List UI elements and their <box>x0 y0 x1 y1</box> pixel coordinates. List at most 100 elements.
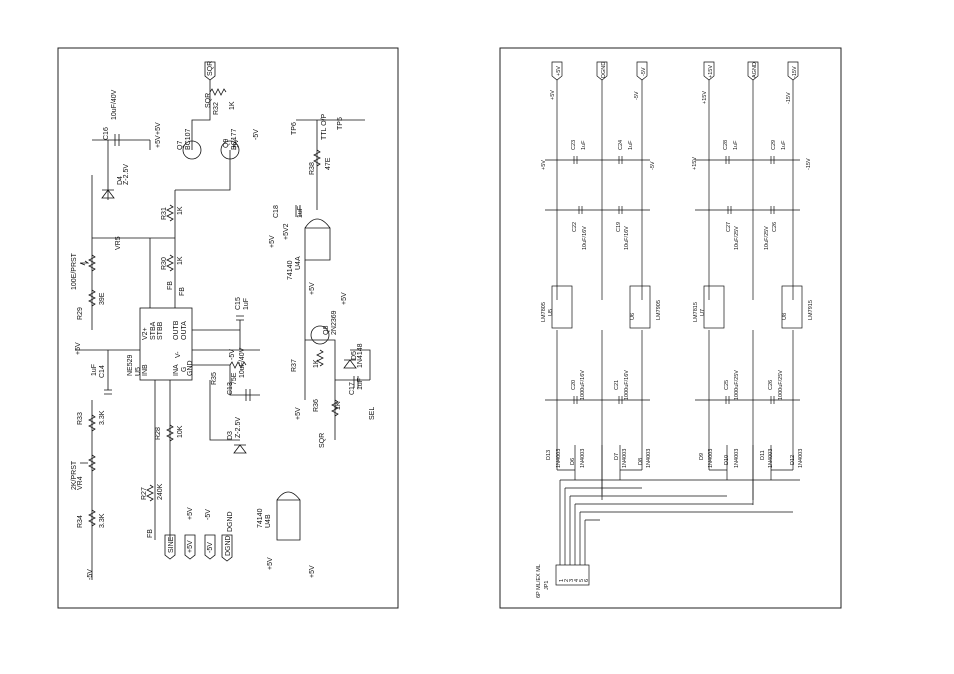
label-p5-u4a3: +5V <box>341 292 348 305</box>
label-vminus: V- <box>175 351 182 358</box>
label-c15-val: 1uF <box>243 298 250 310</box>
reg-u8 <box>781 285 803 329</box>
label-dgnd: DGND <box>227 511 234 532</box>
label-c14-val: 1uF <box>91 364 98 376</box>
capacitor-c13 <box>245 389 251 401</box>
label-d4-val: Z-2.5V <box>123 164 130 185</box>
label-vr5: VR5 <box>115 236 122 250</box>
label-r35: R35 <box>211 372 218 385</box>
cap-c19: C19 <box>616 222 622 232</box>
label-u5-ref: U5 <box>135 367 142 376</box>
capacitor-c15 <box>236 315 244 321</box>
label-r37-val: 1K <box>313 359 320 368</box>
label-m5-tag: -5V <box>205 509 212 520</box>
left-schematic <box>75 61 371 580</box>
label-q7-part: BC107 <box>185 128 192 150</box>
resistor-r38 <box>313 149 321 167</box>
gate-74140-a <box>304 218 331 261</box>
label-c16-val: 10uF/40V <box>111 89 118 120</box>
connector-pin2: 2 <box>564 579 570 582</box>
cap-c22: C22 <box>572 222 578 232</box>
resistor-r35 <box>229 361 247 369</box>
reg-u7-part: LM7815 <box>693 302 699 322</box>
transistor-q9 <box>220 140 240 160</box>
tag-sine <box>164 534 176 560</box>
cap-c25-val: 1000uF/25V <box>734 370 740 400</box>
rail-m5-label2: -5V <box>634 91 640 100</box>
label-dgnd-tag: DGND <box>225 535 232 556</box>
transistor-q7 <box>182 140 202 160</box>
label-p5-left: +5V <box>75 342 82 355</box>
label-sqr-bottom: SQR <box>319 433 326 448</box>
connector-ref: JP1 <box>544 581 550 590</box>
resistor-r27 <box>146 484 154 502</box>
rail-p15-label3: +15V <box>692 157 698 170</box>
reg-u5-ref: U5 <box>548 309 554 316</box>
resistor-r28 <box>166 424 174 442</box>
label-p5-u4b: +5V <box>267 557 274 570</box>
label-u4a: U4A <box>295 256 302 270</box>
label-r33: R33 <box>77 412 84 425</box>
label-c18-val: 1uF <box>297 206 304 218</box>
label-vr5-val: 100E/PRST <box>71 252 78 290</box>
tag-dgnd <box>221 534 233 562</box>
capacitor-c16 <box>114 134 120 146</box>
label-g: G <box>181 367 188 372</box>
label-p5-r36: +5V <box>295 407 302 420</box>
label-m5-bottom: -5V <box>87 569 94 580</box>
label-q9: Q9 <box>223 139 230 148</box>
diode-d7: D7 <box>614 453 620 460</box>
label-m5-tag2: -5V <box>207 542 214 553</box>
reg-u6-part: LM7905 <box>656 300 662 320</box>
tag-rail-p5 <box>551 61 563 81</box>
cap-c22-val: 10uF/16V <box>582 226 588 250</box>
label-fb-bottom: FB <box>147 529 154 538</box>
label-p5-tag: +5V <box>187 507 194 520</box>
cap-c26-mid-val: 10uF/25V <box>764 226 770 250</box>
rail-dgnd-label: DGND <box>601 62 607 78</box>
diode-d10: D10 <box>724 455 730 465</box>
capacitor-c17 <box>353 376 359 388</box>
label-r36-val: 1K <box>335 401 342 410</box>
diode-d8: D8 <box>638 458 644 465</box>
tag-rail-dgnd <box>596 61 608 81</box>
diode-d12-val: 1N4003 <box>798 449 804 468</box>
connector-pin3: 3 <box>569 579 575 582</box>
diode-d5 <box>343 359 357 369</box>
reg-u6-ref: U6 <box>630 313 636 320</box>
label-d5: D5 <box>351 351 358 360</box>
diode-d6-val: 1N4003 <box>580 449 586 468</box>
rail-m15-label: -15V <box>792 66 798 78</box>
label-ttl-op: TTL O/P <box>321 113 328 140</box>
label-ina: INA <box>173 364 180 376</box>
diode-d4 <box>101 189 115 199</box>
label-r30: R30 <box>161 257 168 270</box>
label-c18: C18 <box>273 205 280 218</box>
label-outa: OUTA <box>181 321 188 340</box>
rail-m5-label3: -5V <box>650 161 656 170</box>
cap-c27: C27 <box>726 222 732 232</box>
connector-pin5: 5 <box>579 579 585 582</box>
diode-d8-val: 1N4003 <box>646 449 652 468</box>
cap-c29-val: 1uF <box>781 140 787 150</box>
capacitor-c18 <box>295 205 301 217</box>
pot-vr4 <box>80 454 96 472</box>
label-p5-u4b2: +5V <box>309 565 316 578</box>
diode-d12: D12 <box>790 455 796 465</box>
cap-c19-val: 10uF/16V <box>624 226 630 250</box>
right-labels: +5V DGND -5V +15V AGND -15V +5V -5V +15V… <box>536 62 814 598</box>
label-r33-val: 3.3K <box>99 410 106 425</box>
cap-c28: C28 <box>723 140 729 150</box>
label-r38: R38 <box>309 162 316 175</box>
right-schematic <box>545 61 803 586</box>
label-fb-mid: FB <box>167 281 174 290</box>
cap-c28-val: 1uF <box>733 140 739 150</box>
label-r29-val: 39E <box>99 292 106 305</box>
connector-pin1: 1 <box>559 579 565 582</box>
cap-c29: C29 <box>771 140 777 150</box>
cap-c24-val: 1uF <box>628 140 634 150</box>
label-outb: OUTB <box>173 320 180 340</box>
resistor-r36 <box>331 399 339 417</box>
label-p5-u4a: +5V <box>269 235 276 248</box>
label-r31: R31 <box>161 207 168 220</box>
